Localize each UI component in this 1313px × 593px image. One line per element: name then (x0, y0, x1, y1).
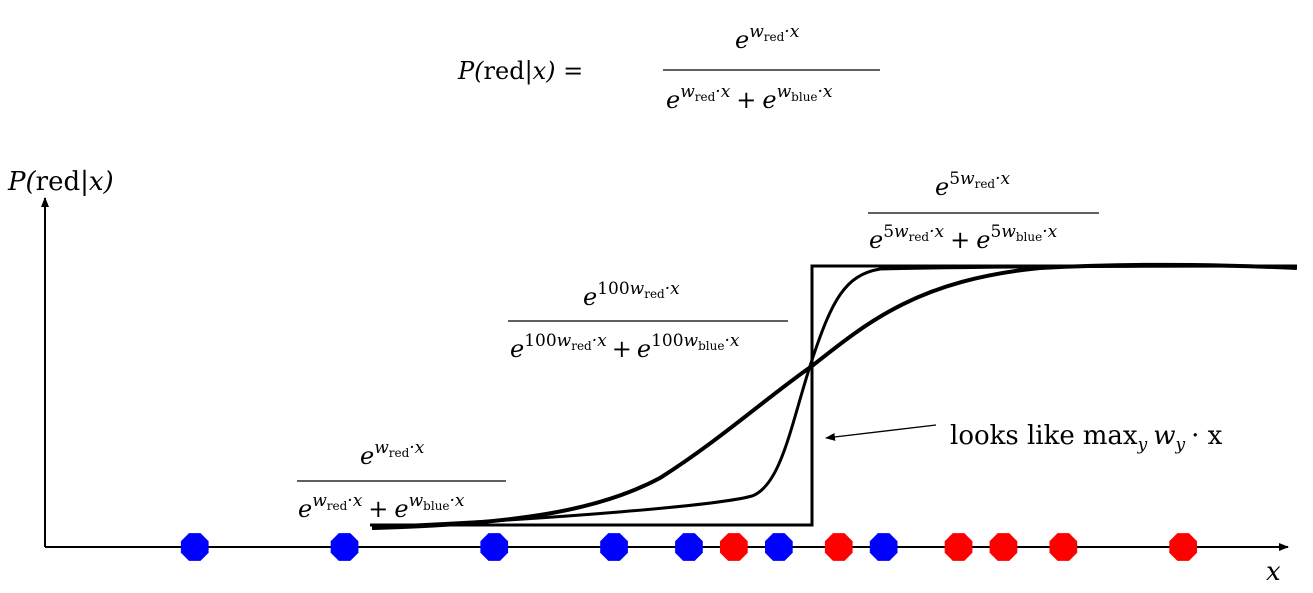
blue-point-7 (869, 533, 898, 561)
main-formula: P(red|x) = ewred·x ewred·x+ewblue·x (457, 22, 880, 114)
annotation-arrow (825, 424, 937, 441)
red-point-2 (824, 533, 853, 561)
curves (370, 262, 1298, 530)
red-point-1 (720, 533, 748, 561)
main-formula-numerator: ewred·x (735, 22, 800, 54)
x-axis-label: x (1266, 557, 1281, 587)
blue-point-3 (480, 533, 509, 561)
red-point-3 (944, 533, 973, 561)
blue-point-4 (600, 533, 628, 561)
main-formula-denominator: ewred·x+ewblue·x (666, 82, 833, 114)
blue-point-2 (330, 533, 359, 561)
red-point-5 (1049, 533, 1078, 561)
label-softmax-1: ewred·x ewred·x+ewblue·x (297, 438, 506, 523)
axes: P(red|x) x (7, 167, 1289, 587)
main-formula-lhs: P(red|x) = (457, 57, 583, 86)
data-points (180, 533, 1197, 561)
y-axis-label: P(red|x) (7, 167, 114, 197)
blue-point-1 (180, 533, 209, 561)
steep-sigmoid-curve (371, 264, 1298, 529)
label-softmax-5-denominator: e5wred·x+e5wblue·x (869, 222, 1058, 254)
blue-point-6 (765, 533, 793, 561)
gentle-sigmoid-curve (371, 262, 1298, 530)
label-softmax-100-numerator: e100wred·x (583, 279, 680, 311)
label-softmax-5-numerator: e5wred·x (935, 169, 1011, 201)
blue-point-5 (675, 533, 703, 561)
red-point-6 (1169, 533, 1197, 561)
label-softmax-100: e100wred·x e100wred·x+e100wblue·x (508, 279, 788, 363)
red-point-4 (989, 533, 1018, 561)
label-softmax-100-denominator: e100wred·x+e100wblue·x (510, 331, 740, 363)
label-softmax-1-denominator: ewred·x+ewblue·x (298, 491, 465, 523)
label-softmax-1-numerator: ewred·x (360, 438, 425, 470)
label-softmax-5: e5wred·x e5wred·x+e5wblue·x (868, 169, 1099, 254)
